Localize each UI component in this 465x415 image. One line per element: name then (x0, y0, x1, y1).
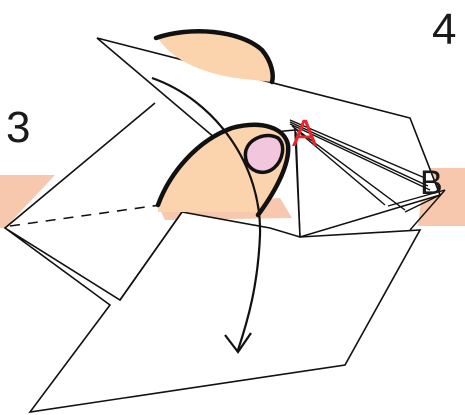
step-number-3: 3 (6, 103, 30, 152)
lower-sheet (3, 102, 422, 414)
thumb (155, 122, 291, 218)
upper-finger (153, 29, 275, 85)
fold-arrow-curve (151, 76, 262, 351)
step-number-4: 4 (432, 5, 456, 54)
point-b-label: B (420, 164, 443, 202)
fold-arrow (151, 76, 262, 354)
fold-fan-lines (289, 119, 446, 238)
point-a-label: A (292, 113, 318, 155)
dashed-fold-line (9, 204, 161, 227)
lower-sheet-outline (3, 102, 422, 414)
crease-line (119, 211, 183, 301)
thumb-nail (243, 133, 285, 175)
arrow-head-icon (224, 332, 252, 354)
